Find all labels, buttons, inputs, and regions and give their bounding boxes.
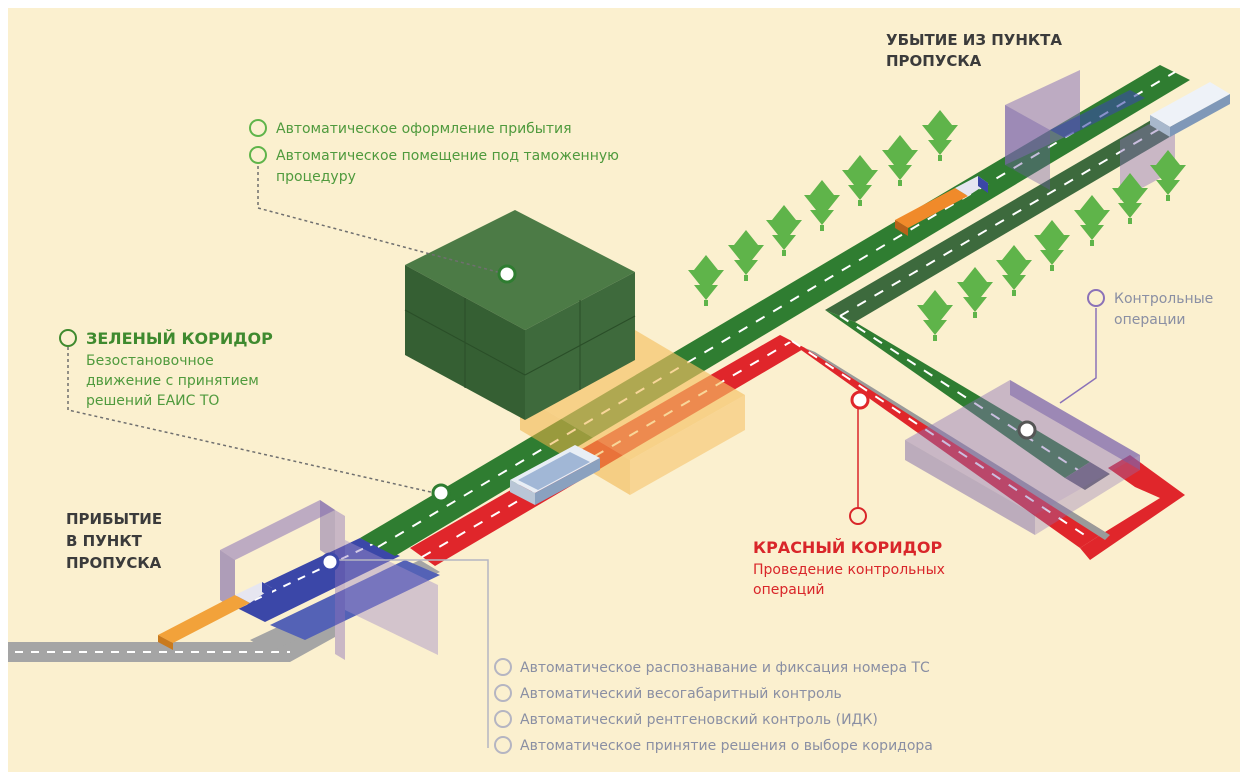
bus-icon <box>510 445 600 505</box>
tree-icon <box>688 255 724 306</box>
red-corridor-title: КРАСНЫЙ КОРИДОР <box>753 538 943 557</box>
tree-icon <box>1034 220 1070 271</box>
tree-icon <box>882 135 918 186</box>
control-ops-line-2: операции <box>1114 312 1186 328</box>
control-gate <box>905 380 1140 535</box>
entry-check-2: Автоматический весогабаритный контроль <box>520 686 842 702</box>
truck-icon <box>158 582 272 650</box>
marker-entry <box>320 552 340 572</box>
auto-checks-label: Автоматическое оформление прибытия Автом… <box>276 121 619 185</box>
entry-check-lanes <box>225 538 440 640</box>
arrival-label-line-2: В ПУНКТ <box>66 532 143 550</box>
entry-check-1: Автоматическое распознавание и фиксация … <box>520 660 930 676</box>
auto-check-2-continued: процедуру <box>276 169 356 185</box>
tree-icon <box>996 245 1032 296</box>
control-ops-line-1: Контрольные <box>1114 291 1213 307</box>
marker-control-gate <box>1017 420 1037 440</box>
tree-icon <box>957 267 993 318</box>
tree-icon <box>842 155 878 206</box>
departure-label-line-1: УБЫТИЕ ИЗ ПУНКТА <box>886 31 1062 49</box>
tanker-truck-icon <box>895 176 988 236</box>
marker-auto-clearance-2 <box>249 146 267 164</box>
marker-auto-clearance-1 <box>249 119 267 137</box>
tree-icon <box>728 230 764 281</box>
marker-entry-check-1 <box>494 658 512 676</box>
red-corridor-line-2: операций <box>753 582 825 598</box>
green-corridor-line-1: Безостановочное <box>86 353 214 369</box>
control-ops-label: Контрольные операции <box>1114 291 1213 328</box>
entry-check-4: Автоматическое принятие решения о выборе… <box>520 738 933 754</box>
green-corridor-label: ЗЕЛЕНЫЙ КОРИДОР Безостановочное движение… <box>86 329 273 409</box>
green-corridor-line-2: движение с принятием <box>86 373 259 389</box>
auto-clearance-box <box>404 210 636 420</box>
auto-check-1: Автоматическое оформление прибытия <box>276 121 572 137</box>
red-corridor-line-1: Проведение контрольных <box>753 562 945 578</box>
tree-icon <box>1074 195 1110 246</box>
marker-red-road <box>850 390 870 410</box>
trees <box>688 110 1186 341</box>
connector-lines <box>67 148 1097 748</box>
green-corridor-title: ЗЕЛЕНЫЙ КОРИДОР <box>86 329 273 348</box>
tree-icon <box>1150 150 1186 201</box>
auto-check-2: Автоматическое помещение под таможенную <box>276 148 619 164</box>
marker-box <box>497 264 517 284</box>
green-corridor-line-3: решений ЕАИС ТО <box>86 393 219 409</box>
marker-red-corridor <box>849 507 867 525</box>
departure-label-line-2: ПРОПУСКА <box>886 52 982 70</box>
marker-circles <box>59 119 1105 754</box>
tree-icon <box>1112 173 1148 224</box>
tree-icon <box>804 180 840 231</box>
arrival-label-line-3: ПРОПУСКА <box>66 554 162 572</box>
tree-icon <box>922 110 958 161</box>
marker-control-ops <box>1087 289 1105 307</box>
marker-green-road <box>431 483 451 503</box>
marker-entry-check-4 <box>494 736 512 754</box>
tree-icon <box>766 205 802 256</box>
entry-checks-label: Автоматическое распознавание и фиксация … <box>520 660 933 754</box>
entry-check-3: Автоматический рентгеновский контроль (И… <box>520 712 878 728</box>
departure-label: УБЫТИЕ ИЗ ПУНКТА ПРОПУСКА <box>886 31 1062 70</box>
marker-green-corridor <box>59 329 77 347</box>
arrival-label-line-1: ПРИБЫТИЕ <box>66 510 162 528</box>
exit-gate <box>1005 70 1175 200</box>
tree-icon <box>917 290 953 341</box>
red-corridor-label: КРАСНЫЙ КОРИДОР Проведение контрольных о… <box>753 538 945 598</box>
exit-truck-icon <box>1150 82 1230 137</box>
entry-gate <box>220 500 438 660</box>
marker-entry-check-3 <box>494 710 512 728</box>
marker-entry-check-2 <box>494 684 512 702</box>
arrival-label: ПРИБЫТИЕ В ПУНКТ ПРОПУСКА <box>66 510 162 572</box>
